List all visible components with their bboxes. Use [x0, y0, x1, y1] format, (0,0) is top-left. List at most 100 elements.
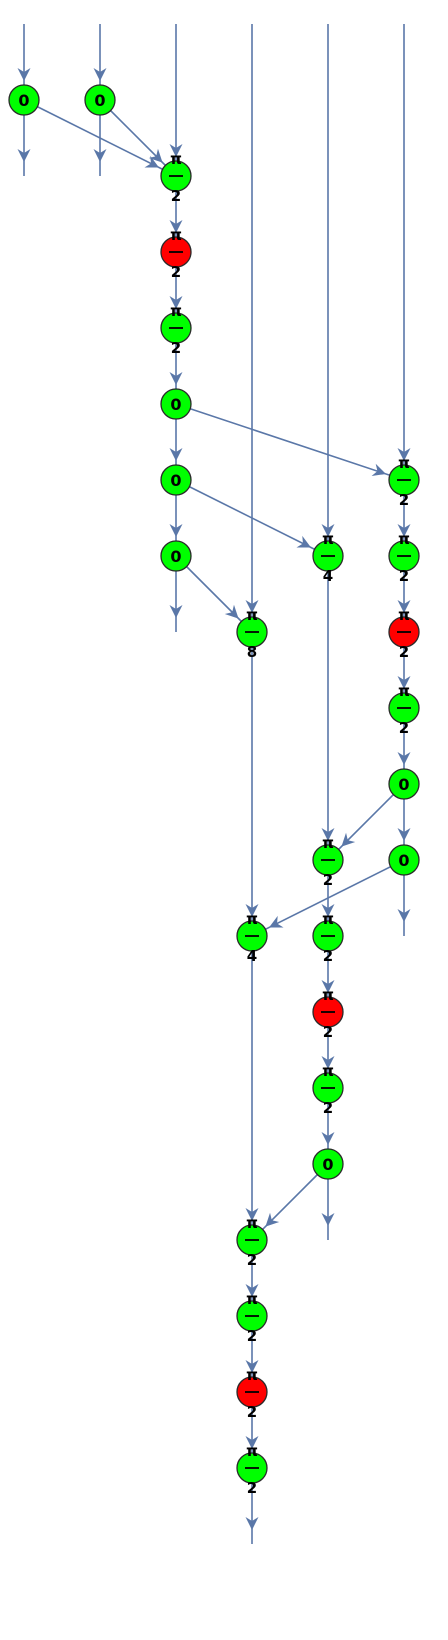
output-wire-arrowhead	[17, 149, 31, 162]
spider-node-n21: π2	[312, 1062, 344, 1117]
edge-n20-n21-arrowhead	[321, 1056, 335, 1069]
green-spider-circle	[388, 844, 420, 876]
phase-label-zero: 0	[170, 547, 181, 566]
spider-node-n12: π8	[236, 606, 268, 661]
edge-n7-n10-line	[175, 479, 329, 557]
phase-denominator: 2	[399, 643, 409, 661]
spider-node-n14: π2	[388, 682, 420, 737]
edge-n10-n16	[321, 556, 335, 860]
green-spider-circle	[388, 768, 420, 800]
edge-n12-n18	[245, 632, 259, 936]
spider-node-n1: 0	[8, 84, 40, 116]
edge-n8-n12-arrowhead	[224, 604, 239, 619]
spider-node-n5: π2	[160, 302, 192, 357]
output-wire-arrowhead	[245, 1517, 259, 1530]
edge-n1-n3-arrowhead	[144, 155, 160, 168]
edges-layer	[17, 24, 411, 1544]
edge-n16-n19-arrowhead	[321, 904, 335, 917]
edge-n6-n7-arrowhead	[169, 448, 183, 461]
output-wire-arrowhead	[321, 1213, 335, 1226]
phase-numerator: π	[246, 1366, 258, 1384]
edge-n5-n6-arrowhead	[169, 372, 183, 385]
edge-n15-n17-arrowhead	[397, 828, 411, 841]
edge-n24-n25-arrowhead	[245, 1360, 259, 1373]
phase-label-zero: 0	[18, 91, 29, 110]
phase-numerator: π	[246, 606, 258, 624]
input-wire-3-arrowhead	[169, 144, 183, 157]
edge-n6-n9-arrowhead	[371, 463, 386, 477]
green-spider-circle	[312, 1148, 344, 1180]
phase-numerator: π	[322, 910, 334, 928]
phase-label-zero: 0	[398, 851, 409, 870]
green-spider-circle	[84, 84, 116, 116]
edge-n15-n16-arrowhead	[341, 832, 356, 847]
spider-node-n3: π2	[160, 150, 192, 205]
edge-n8-n12-line	[175, 555, 253, 633]
phase-denominator: 2	[399, 567, 409, 585]
phase-numerator: π	[322, 530, 334, 548]
phase-denominator: 2	[323, 1023, 333, 1041]
phase-denominator: 4	[247, 947, 257, 965]
phase-denominator: 8	[247, 643, 257, 661]
phase-numerator: π	[246, 910, 258, 928]
output-wire-arrowhead	[397, 909, 411, 922]
edge-n7-n10	[175, 479, 329, 557]
spider-node-n13: π2	[388, 606, 420, 661]
edge-n3-n4-arrowhead	[169, 220, 183, 233]
spider-node-n9: π2	[388, 454, 420, 509]
green-spider-circle	[8, 84, 40, 116]
phase-denominator: 2	[323, 871, 333, 889]
edge-n6-n9	[175, 403, 405, 481]
edge-n11-n13-arrowhead	[397, 600, 411, 613]
edge-n8-n12	[175, 555, 253, 633]
phase-denominator: 2	[399, 719, 409, 737]
phase-denominator: 2	[399, 491, 409, 509]
edge-n7-n10-arrowhead	[296, 535, 312, 548]
spider-node-n22: 0	[312, 1148, 344, 1180]
edge-n22-n23	[251, 1163, 329, 1241]
edge-n23-n24-arrowhead	[245, 1284, 259, 1297]
edge-n7-n8-arrowhead	[169, 524, 183, 537]
green-spider-circle	[160, 540, 192, 572]
phase-numerator: π	[398, 454, 410, 472]
spider-node-n18: π4	[236, 910, 268, 965]
spider-node-n26: π2	[236, 1442, 268, 1497]
phase-denominator: 2	[171, 263, 181, 281]
input-wire-4	[245, 24, 259, 632]
spider-node-n20: π2	[312, 986, 344, 1041]
edge-n2-n3	[99, 99, 177, 177]
edge-n12-n18-arrowhead	[245, 904, 259, 917]
phase-denominator: 2	[247, 1403, 257, 1421]
edge-n25-n26-arrowhead	[245, 1436, 259, 1449]
spider-node-n4: π2	[160, 226, 192, 281]
edge-n2-n3-arrowhead	[148, 148, 163, 163]
edge-n22-n23-arrowhead	[265, 1212, 280, 1227]
phase-denominator: 2	[247, 1479, 257, 1497]
spider-node-n23: π2	[236, 1214, 268, 1269]
phase-numerator: π	[322, 986, 334, 1004]
spider-node-n25: π2	[236, 1366, 268, 1421]
spider-node-n11: π2	[388, 530, 420, 585]
phase-denominator: 2	[323, 1099, 333, 1117]
phase-numerator: π	[246, 1290, 258, 1308]
phase-numerator: π	[398, 530, 410, 548]
spider-node-n8: 0	[160, 540, 192, 572]
phase-denominator: 2	[323, 947, 333, 965]
edge-n2-n3-line	[99, 99, 177, 177]
phase-label-zero: 0	[322, 1155, 333, 1174]
input-wire-3	[169, 24, 183, 176]
phase-numerator: π	[322, 1062, 334, 1080]
phase-numerator: π	[398, 682, 410, 700]
phase-numerator: π	[170, 150, 182, 168]
phase-label-zero: 0	[170, 471, 181, 490]
edge-n19-n20-arrowhead	[321, 980, 335, 993]
input-wire-6	[397, 24, 411, 480]
input-wire-6-arrowhead	[397, 448, 411, 461]
edge-n4-n5-arrowhead	[169, 296, 183, 309]
edge-n6-n9-line	[175, 403, 405, 481]
edge-n9-n11-arrowhead	[397, 524, 411, 537]
input-wire-4-arrowhead	[245, 600, 259, 613]
input-wire-1-arrowhead	[17, 68, 31, 81]
edge-n21-n22-arrowhead	[321, 1132, 335, 1145]
